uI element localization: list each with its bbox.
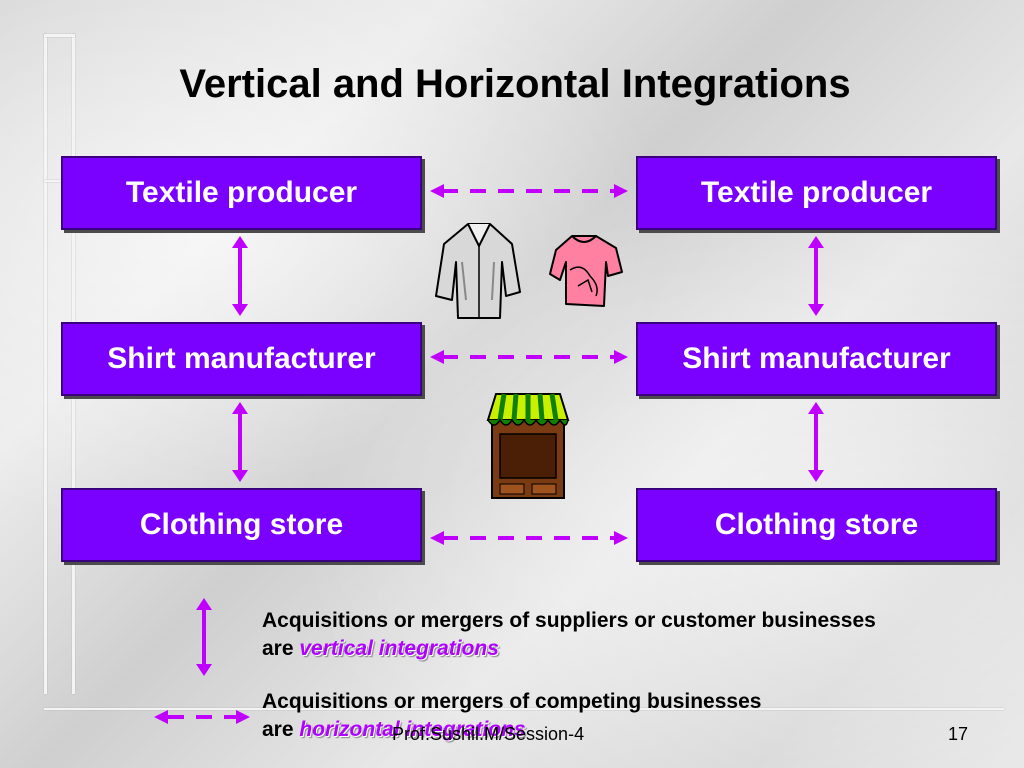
legend-horizontal-arrow: [154, 710, 250, 724]
legend-horizontal-term: horizontal integrations: [299, 718, 526, 741]
store-icon: [486, 393, 570, 499]
shirt-icon: [435, 223, 521, 319]
left-clothing-store-box: Clothing store: [61, 488, 422, 562]
left-textile-producer-box: Textile producer: [61, 156, 422, 230]
horizontal-arrow-bottom: [430, 531, 628, 545]
vertical-arrow-left-top: [232, 236, 248, 316]
tshirt-icon: [549, 235, 623, 307]
legend-vertical-text: Acquisitions or mergers of suppliers or …: [262, 609, 876, 660]
footer-author: Prof.Sushil.M/Session-4: [392, 724, 585, 744]
legend-vertical-arrow: [196, 598, 212, 676]
vertical-arrow-right-bottom: [808, 402, 824, 482]
horizontal-arrow-top: [430, 184, 628, 198]
legend-vertical-description: Acquisitions or mergers of suppliers or …: [262, 607, 882, 663]
frame-line-bottom: [44, 708, 1004, 710]
horizontal-arrow-middle: [430, 350, 628, 364]
frame-line-top: [44, 34, 75, 37]
right-textile-producer-box: Textile producer: [636, 156, 997, 230]
vertical-arrow-right-top: [808, 236, 824, 316]
page-title: Vertical and Horizontal Integrations: [179, 62, 851, 106]
legend-horizontal-description: Acquisitions or mergers of competing bus…: [262, 688, 762, 744]
vertical-arrow-left-bottom: [232, 402, 248, 482]
right-clothing-store-box: Clothing store: [636, 488, 997, 562]
frame-line-left: [44, 34, 47, 694]
legend-horizontal-text: Acquisitions or mergers of competing bus…: [262, 690, 762, 741]
legend-vertical-term: vertical integrations: [299, 637, 499, 660]
right-shirt-manufacturer-box: Shirt manufacturer: [636, 322, 997, 396]
left-shirt-manufacturer-box: Shirt manufacturer: [61, 322, 422, 396]
footer-page-number: 17: [948, 724, 969, 744]
